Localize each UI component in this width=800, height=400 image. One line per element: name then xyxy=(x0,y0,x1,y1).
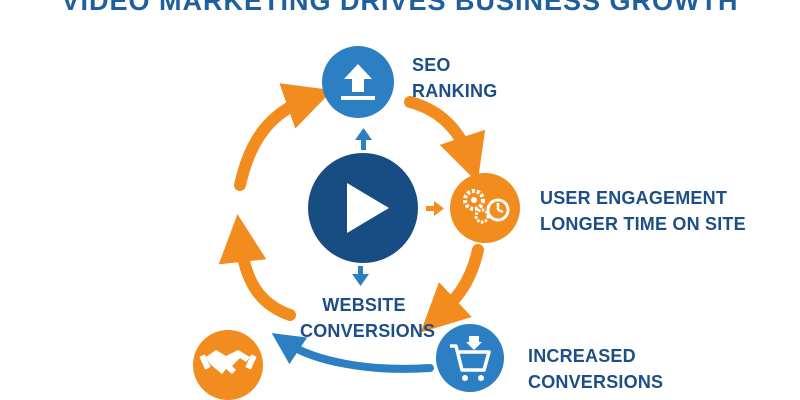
engagement-node xyxy=(450,173,520,243)
shopping-cart-icon xyxy=(450,336,491,381)
handshake-icon xyxy=(199,350,257,374)
increased-conversions-label: INCREASED CONVERSIONS xyxy=(528,346,664,392)
increased-conversions-node xyxy=(436,324,504,392)
diagram-title: VIDEO MARKETING DRIVES BUSINESS GROWTH xyxy=(61,0,739,16)
connector-up-arrow xyxy=(355,128,372,150)
connector-right-arrow xyxy=(426,201,444,216)
arrow-engagement-to-increased xyxy=(420,244,484,333)
arrow-website-to-left xyxy=(218,214,296,321)
upload-arrow-icon xyxy=(341,64,375,100)
arrow-seo-to-engagement xyxy=(404,96,486,183)
play-icon xyxy=(347,183,389,233)
engagement-label: USER ENGAGEMENT LONGER TIME ON SITE xyxy=(540,188,746,234)
connector-down-arrow xyxy=(352,266,369,286)
seo-node xyxy=(322,46,394,118)
arrow-increased-to-partnership xyxy=(271,333,434,373)
seo-label: SEO RANKING xyxy=(412,55,498,101)
arrow-left-to-seo xyxy=(234,83,333,191)
website-conversions-label: WEBSITE CONVERSIONS xyxy=(300,295,436,341)
center-video-node xyxy=(308,153,418,263)
partnership-node xyxy=(193,330,263,400)
gears-clock-icon xyxy=(463,189,510,224)
